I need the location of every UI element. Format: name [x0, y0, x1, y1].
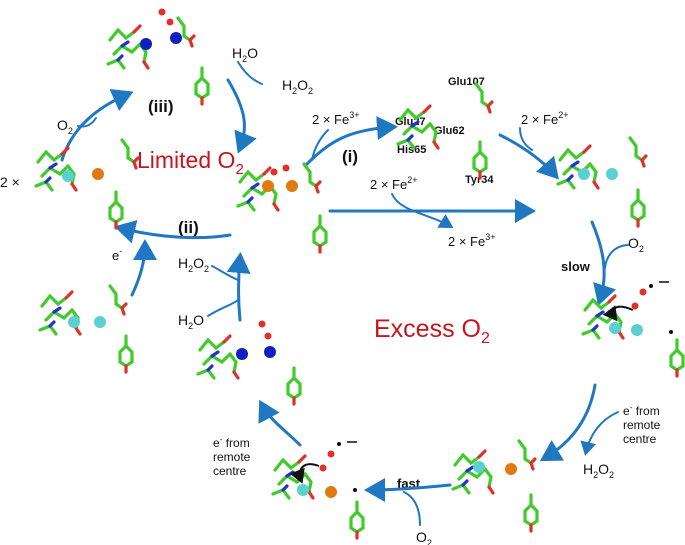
- limited-o2-title: Limited O2: [137, 147, 244, 178]
- structure-bottom-left: [196, 320, 302, 406]
- structure-right: [556, 136, 648, 228]
- fe2-arrow-right: [498, 133, 559, 180]
- h2o2-top-label: H2O2: [282, 77, 313, 96]
- two-fe3-mid-label: 2 × Fe3+: [448, 232, 495, 249]
- two-fe3-top-label: 2 × Fe3+: [312, 110, 359, 127]
- h2o2-left-label: H2O2: [178, 255, 209, 274]
- slow-arrow: [590, 220, 616, 306]
- o2-slow-label: O2: [628, 235, 644, 254]
- h2o2-side-arrow: [211, 265, 239, 281]
- two-fe2-right-label: 2 × Fe2+: [521, 110, 568, 127]
- glu62-label: Glu62: [434, 125, 465, 137]
- e-remote-right-label: e- from remote centre: [623, 403, 664, 446]
- structure-slow: [581, 281, 685, 378]
- structure-fast: [271, 441, 365, 540]
- h2o-top-side-arrow: [237, 61, 263, 85]
- o2-fast-label: O2: [416, 529, 432, 545]
- his65-label: His65: [397, 144, 426, 156]
- h2o-side-arrow: [207, 299, 239, 317]
- two-x-left-label: 2 ×: [0, 174, 20, 190]
- e-left-arrow: [130, 239, 157, 297]
- h2o-left-label: H2O: [178, 312, 204, 331]
- step-i-label: (i): [342, 147, 358, 166]
- h2o2-right-label: H2O2: [583, 461, 614, 480]
- remote-left-arrow: [258, 399, 302, 447]
- slow-label: slow: [561, 259, 591, 274]
- o2-fast-side-arrow: [403, 491, 421, 526]
- fe2-input-arrow: [519, 127, 533, 151]
- o2-iii-label: O2: [57, 117, 73, 136]
- step-iii-label: (iii): [148, 97, 174, 116]
- cycle-arrow-bottom-left: [114, 219, 232, 244]
- e-minus-left-label: e-: [112, 246, 122, 263]
- h2o-top-label: H2O: [232, 45, 258, 64]
- structure-center: [236, 162, 328, 254]
- structure-left: [34, 138, 140, 230]
- tyr34-label: Tyr34: [465, 174, 494, 186]
- e-remote-right-side-arrow: [580, 411, 619, 456]
- fe3-top-side-arrow: [311, 129, 329, 161]
- fast-arrow: [364, 477, 452, 502]
- excess-o2-title: Excess O2: [374, 315, 490, 347]
- remote-right-arrow: [539, 383, 597, 462]
- e-remote-left-label: e- from remote centre: [213, 435, 254, 478]
- o2-iii-side-arrow: [77, 117, 97, 128]
- h2o-h2o2-arrow: [226, 252, 251, 322]
- structure-iii: [106, 8, 210, 106]
- fe2-side-arrow: [391, 193, 454, 229]
- step-ii-label: (ii): [178, 218, 199, 237]
- cycle-arrow-top-right: [226, 78, 257, 154]
- structure-left-middle: [38, 284, 134, 374]
- structure-bottom-right: [451, 439, 539, 533]
- o2-slow-side-arrow: [604, 244, 629, 269]
- two-fe2-mid-label: 2 × Fe2+: [370, 175, 417, 192]
